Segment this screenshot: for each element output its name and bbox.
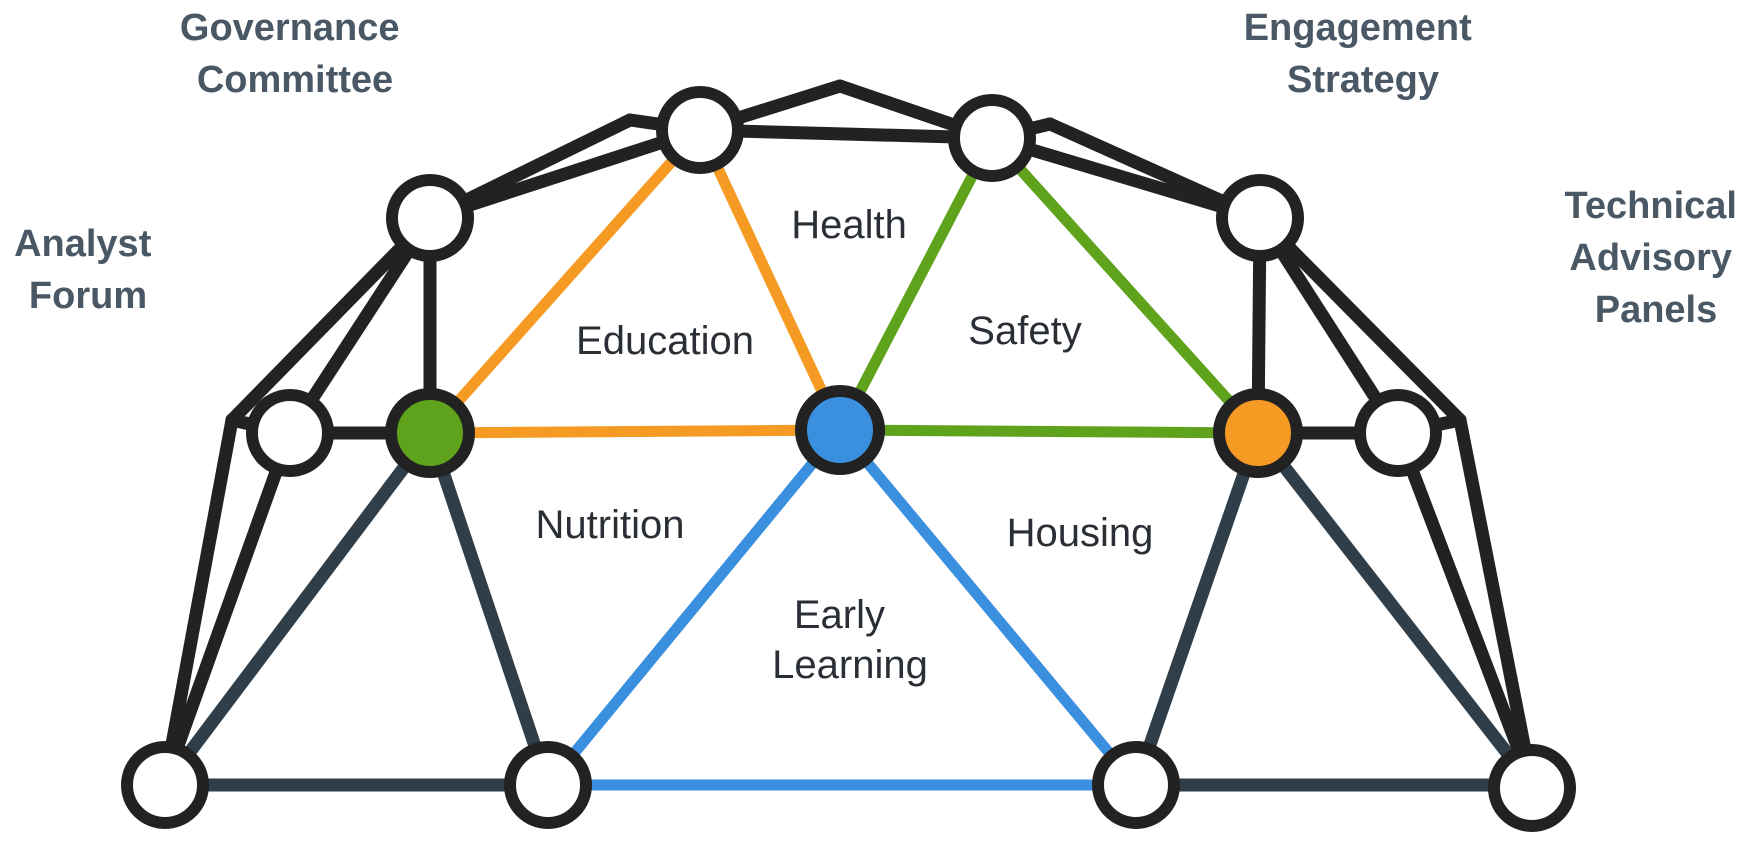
technical-line-2: Advisory: [1569, 237, 1732, 279]
region-housing-label: Housing: [1007, 511, 1154, 555]
technical-line-3: Panels: [1595, 289, 1718, 331]
governance-line-2: Committee: [197, 59, 393, 101]
node-mid-right-orange: [1213, 388, 1303, 478]
region-safety-label: Safety: [968, 309, 1081, 353]
engagement-strategy-label: Engagement Strategy: [1244, 7, 1483, 101]
region-health-label: Health: [791, 203, 907, 247]
analyst-line-1: Analyst: [14, 223, 152, 265]
safety-edges: [834, 132, 1264, 439]
governance-line-1: Governance: [180, 7, 400, 49]
node-mid-far-right: [1354, 389, 1442, 477]
early-learning-line-2: Learning: [772, 643, 928, 687]
node-bottom-right: [1092, 741, 1180, 829]
technical-line-1: Technical: [1564, 185, 1736, 227]
node-upper-right: [1216, 174, 1304, 262]
region-nutrition-label: Nutrition: [536, 503, 685, 547]
engagement-line-2: Strategy: [1287, 59, 1439, 101]
node-bottom-far-right: [1488, 744, 1576, 832]
education-edges: [424, 124, 846, 439]
analyst-forum-label: Analyst Forum: [14, 223, 162, 317]
early-learning-edges: [542, 424, 1142, 791]
nodes: [121, 86, 1576, 832]
early-learning-line-1: Early: [794, 593, 885, 637]
node-top-right: [948, 94, 1036, 182]
analyst-line-2: Forum: [29, 275, 147, 317]
governance-committee-label: Governance Committee: [180, 7, 410, 101]
node-center-blue: [795, 385, 885, 475]
node-mid-left-green: [385, 388, 475, 478]
node-top-left: [656, 86, 744, 174]
base-frame: [158, 426, 1539, 792]
engagement-line-1: Engagement: [1244, 7, 1472, 49]
node-bottom-far-left: [121, 741, 209, 829]
region-early-learning-label: Early Learning: [772, 593, 928, 687]
region-education-label: Education: [576, 319, 754, 363]
technical-advisory-panels-label: Technical Advisory Panels: [1564, 185, 1747, 331]
node-upper-left: [386, 174, 474, 262]
node-bottom-left: [504, 741, 592, 829]
node-mid-far-left: [246, 389, 334, 477]
